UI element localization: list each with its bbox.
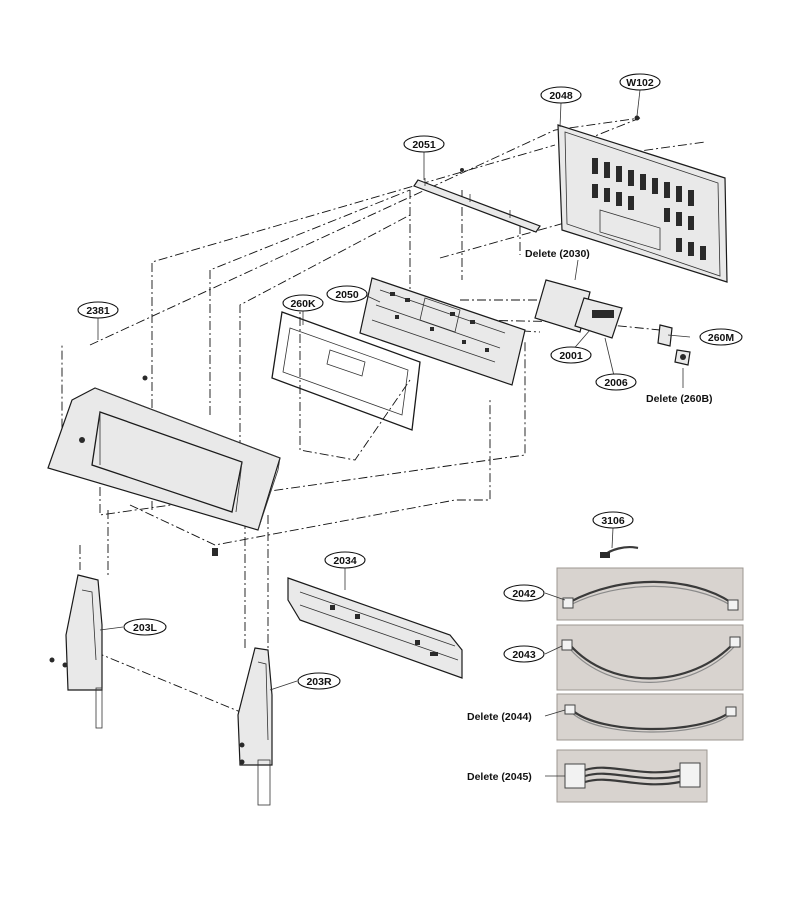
- part-2050-board-housing: [359, 277, 526, 386]
- part-3106-small-harness: [600, 546, 639, 558]
- svg-text:2042: 2042: [512, 588, 536, 600]
- callout-2034: 2034: [324, 551, 366, 569]
- svg-text:2051: 2051: [412, 139, 436, 151]
- svg-text:203L: 203L: [133, 622, 158, 634]
- svg-text:3106: 3106: [601, 515, 625, 527]
- part-203L-left-bracket: [49, 574, 103, 729]
- note-delete-2044: Delete (2044): [467, 711, 532, 723]
- svg-text:2034: 2034: [333, 555, 357, 567]
- svg-text:2050: 2050: [335, 289, 359, 301]
- svg-text:260M: 260M: [708, 332, 735, 344]
- callout-260M: 260M: [699, 328, 743, 346]
- callout-2006: 2006: [595, 373, 637, 391]
- svg-text:2001: 2001: [559, 350, 583, 362]
- harness-photo-2044: [556, 693, 744, 741]
- svg-text:2381: 2381: [86, 305, 110, 317]
- callout-2381: 2381: [77, 301, 119, 319]
- part-2034-trim-channel: [287, 577, 463, 679]
- svg-text:2006: 2006: [604, 377, 628, 389]
- part-2048-rear-cover: [557, 115, 728, 283]
- svg-text:203R: 203R: [306, 676, 332, 688]
- callout-2042: 2042: [503, 584, 545, 602]
- harness-photo-2045: [556, 749, 708, 803]
- svg-text:2043: 2043: [512, 649, 536, 661]
- callout-2001: 2001: [550, 346, 592, 364]
- note-delete-2030: Delete (2030): [525, 248, 590, 260]
- callout-203R: 203R: [297, 672, 341, 690]
- callout-2051: 2051: [403, 135, 445, 153]
- part-2381-control-panel: [47, 375, 281, 556]
- callout-W102: W102: [619, 73, 661, 91]
- callout-2050: 2050: [326, 285, 368, 303]
- note-delete-260B: Delete (260B): [646, 393, 713, 405]
- note-delete-2045: Delete (2045): [467, 771, 532, 783]
- callout-260K: 260K: [282, 294, 324, 312]
- part-260K-overlay: [271, 311, 421, 431]
- callout-203L: 203L: [123, 618, 167, 636]
- part-2001-2006-display-board: [534, 279, 691, 366]
- part-2051-bracket: [413, 168, 541, 233]
- callout-3106: 3106: [592, 511, 634, 529]
- harness-photo-2043: [556, 624, 744, 691]
- callout-connectors: [97, 89, 691, 777]
- part-203R-right-bracket: [237, 647, 273, 806]
- callout-2043: 2043: [503, 645, 545, 663]
- callout-2048: 2048: [540, 86, 582, 104]
- svg-text:2048: 2048: [549, 90, 573, 102]
- svg-text:260K: 260K: [290, 298, 316, 310]
- harness-photo-2042: [556, 567, 744, 621]
- svg-text:W102: W102: [626, 77, 654, 89]
